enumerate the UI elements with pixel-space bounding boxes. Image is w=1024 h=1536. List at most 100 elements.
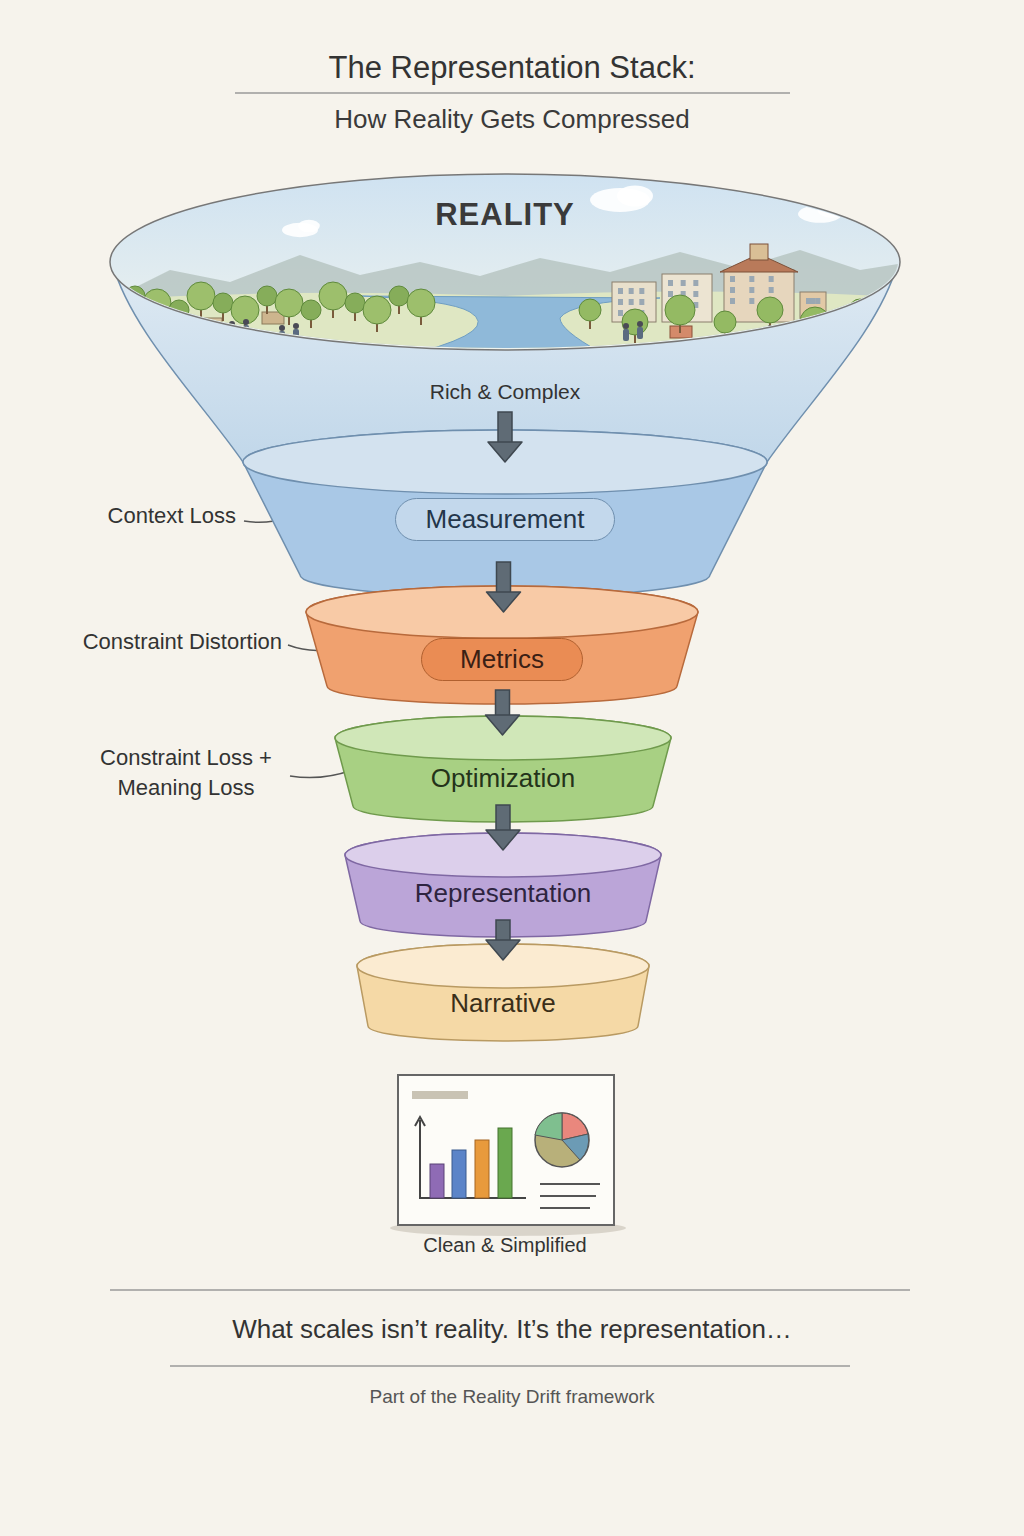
band-rim — [345, 833, 661, 877]
text-line — [540, 1207, 590, 1209]
ground — [100, 291, 920, 360]
tree-crown — [187, 282, 215, 310]
tree-crown — [143, 289, 171, 317]
window — [668, 280, 673, 286]
annotation-label: Context Loss — [36, 503, 236, 529]
funnel-band: Metrics — [372, 612, 632, 690]
arrow-shaft — [496, 920, 510, 942]
tree-crown — [665, 295, 695, 325]
tree-crown — [407, 289, 435, 317]
window — [730, 276, 735, 282]
tree-crown — [579, 299, 601, 321]
person-body — [767, 331, 773, 343]
tree-crown — [257, 286, 277, 306]
window — [749, 287, 754, 293]
arrow-shaft — [497, 562, 511, 594]
chart-bar — [475, 1140, 489, 1198]
band-rim — [357, 944, 649, 988]
person-body — [243, 325, 249, 337]
annotation-label: Constraint Loss + Meaning Loss — [88, 743, 284, 802]
funnel-band: Optimization — [383, 735, 623, 805]
tree-crown — [275, 289, 303, 317]
pie-chart — [535, 1113, 589, 1167]
window — [693, 280, 698, 286]
window — [749, 276, 754, 282]
caption-rule — [110, 1289, 910, 1291]
chart-bar — [498, 1128, 512, 1198]
window — [681, 280, 686, 286]
tree-trunk — [134, 296, 136, 314]
cloud — [174, 180, 226, 201]
window — [806, 298, 811, 304]
mountains — [110, 250, 910, 360]
text-line — [540, 1195, 596, 1197]
node-label: REALITY — [435, 196, 575, 233]
annotation-label: Rich & Complex — [0, 380, 1010, 404]
caption-rule — [170, 1365, 850, 1367]
text-line — [540, 1183, 600, 1185]
window — [730, 287, 735, 293]
caption: What scales isn’t reality. It’s the repr… — [0, 1314, 1024, 1345]
title-rule — [235, 92, 790, 94]
window — [806, 320, 811, 326]
person-body — [229, 327, 235, 339]
window — [693, 291, 698, 297]
funnel-band: Measurement — [355, 462, 655, 562]
cloud — [818, 202, 844, 217]
tree-crown — [213, 293, 233, 313]
cloud — [298, 220, 320, 233]
window — [815, 298, 820, 304]
tree-crown — [125, 286, 145, 306]
tree-trunk — [156, 303, 158, 325]
window — [629, 288, 634, 294]
arrow-shaft — [496, 690, 510, 717]
annotation-label: Constraint Distortion — [20, 629, 282, 655]
report-sheet — [398, 1075, 614, 1225]
node-label: Measurement — [395, 498, 616, 541]
kiosk — [196, 318, 222, 332]
annotation-label: How Reality Gets Compressed — [0, 104, 1024, 135]
band-body — [306, 586, 698, 704]
window — [618, 310, 623, 316]
tree-crown — [301, 300, 321, 320]
tree-crown — [319, 282, 347, 310]
band-rim — [306, 586, 698, 638]
band-rim — [335, 716, 671, 760]
report-header — [412, 1091, 468, 1099]
arrow-shaft — [498, 412, 512, 444]
arrow-shaft — [496, 805, 510, 832]
pie-slice — [535, 1113, 562, 1140]
window — [639, 299, 644, 305]
person-head — [637, 321, 643, 327]
person-head — [279, 325, 285, 331]
window — [618, 299, 623, 305]
tree-crown — [714, 311, 736, 333]
funnel-top: REALITY — [110, 172, 900, 412]
node-label: Metrics — [421, 638, 583, 681]
node-label: Representation — [415, 878, 591, 909]
person-head — [243, 319, 249, 325]
chart-axis — [420, 1120, 526, 1198]
window — [811, 298, 816, 304]
window — [749, 298, 754, 304]
band-body — [357, 944, 649, 1041]
person-head — [293, 323, 299, 329]
tree-trunk — [178, 310, 180, 328]
cloud — [617, 186, 653, 207]
tree-trunk — [859, 310, 861, 329]
window — [639, 288, 644, 294]
building — [724, 270, 794, 322]
funnel-body — [112, 262, 898, 494]
tree-crown — [757, 297, 783, 323]
window — [769, 287, 774, 293]
band-rim — [243, 430, 767, 494]
tree-crown — [345, 293, 365, 313]
person-body — [279, 331, 285, 343]
leader-line — [290, 770, 352, 778]
chart-bar — [430, 1164, 444, 1198]
window — [668, 291, 673, 297]
tree-trunk — [814, 322, 816, 345]
window — [815, 320, 820, 326]
window — [730, 298, 735, 304]
